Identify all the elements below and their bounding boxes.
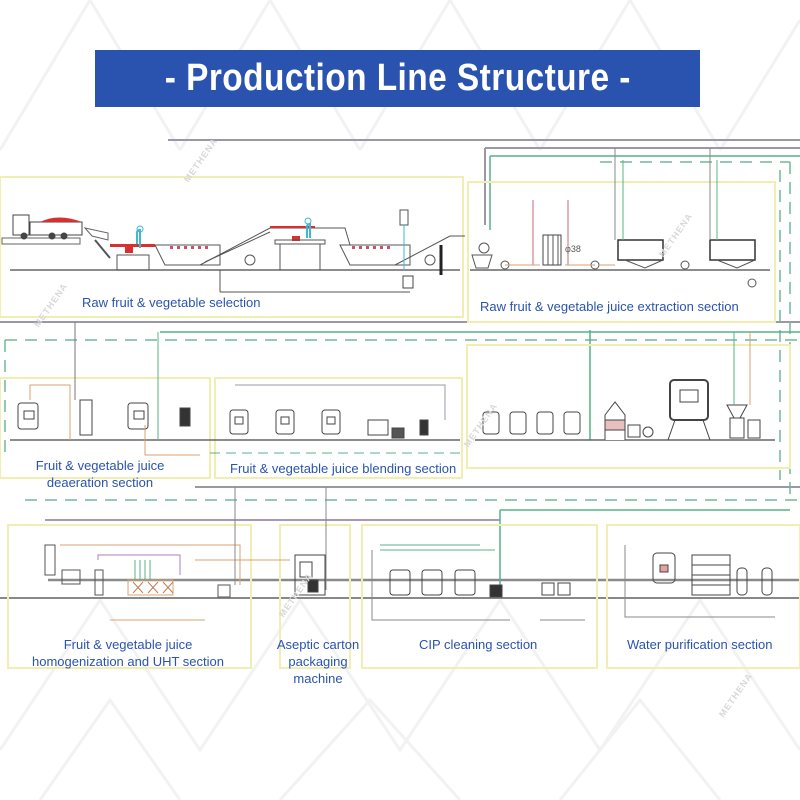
- section-label-line: Aseptic carton: [276, 637, 360, 652]
- section-label-blending: Fruit & vegetable juice blending section: [230, 461, 457, 476]
- selection-equipment: [1, 209, 465, 293]
- section-label-selection: Raw fruit & vegetable selection: [82, 295, 261, 310]
- page-title: - Production Line Structure -: [164, 57, 631, 99]
- section-label-uht: Fruit & vegetable juice homogenization a…: [18, 636, 238, 670]
- section-label-line: machine: [293, 671, 343, 686]
- section-label-deaeration: Fruit & vegetable juice deaeration secti…: [30, 457, 170, 491]
- green-pipes: [160, 155, 800, 595]
- svg-text:φ38: φ38: [565, 244, 581, 254]
- main-pipes: [0, 139, 800, 599]
- blending-equipment: [210, 384, 460, 454]
- section-label-packaging: Aseptic carton packaging machine: [268, 636, 368, 687]
- blending-right-equipment: [475, 332, 775, 441]
- title-banner: - Production Line Structure -: [95, 50, 700, 107]
- section-label-line: packaging: [288, 654, 348, 669]
- water-equipment: [624, 545, 775, 618]
- section-label-line: Fruit & vegetable juice: [35, 458, 165, 473]
- cip-equipment: [371, 544, 585, 621]
- extraction-equipment: φ38: [470, 148, 770, 288]
- dashed-pipes: [4, 161, 800, 501]
- section-label-line: deaeration section: [46, 475, 154, 490]
- section-label-line: homogenization and UHT section: [32, 654, 224, 669]
- deaeration-equipment: [10, 322, 460, 456]
- section-label-cip: CIP cleaning section: [419, 637, 538, 652]
- section-label-line: Fruit & vegetable juice: [63, 637, 193, 652]
- section-borders: [0, 176, 800, 669]
- section-label-extraction: Raw fruit & vegetable juice extraction s…: [480, 299, 739, 314]
- uht-equipment: [44, 487, 290, 621]
- packaging-machine: [294, 487, 327, 596]
- section-label-water: Water purification section: [627, 637, 773, 652]
